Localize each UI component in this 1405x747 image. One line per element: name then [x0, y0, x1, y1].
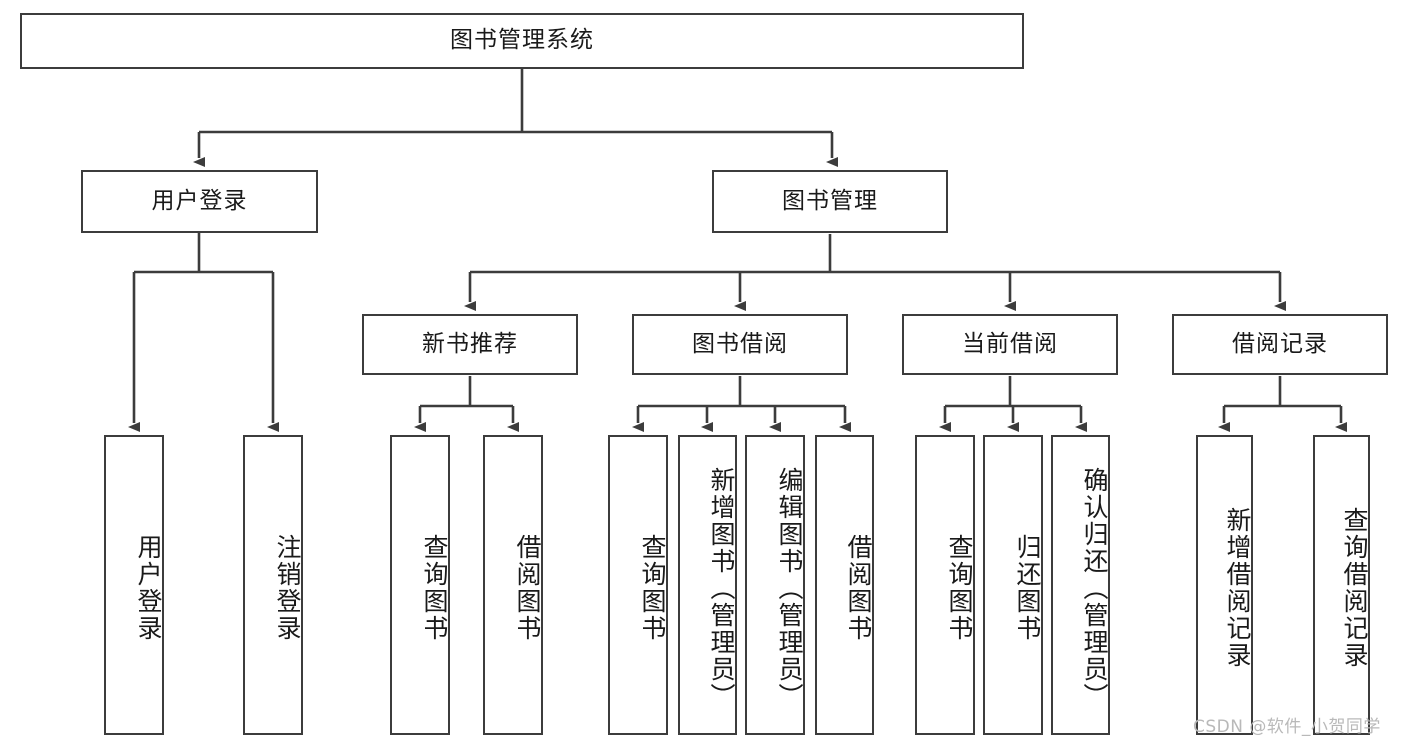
- node-book-borrow[interactable]: 图书借阅: [632, 314, 848, 375]
- node-root-label: 图书管理系统: [450, 27, 594, 54]
- leaf-borrow-book-2-label: 借阅图书: [844, 534, 873, 642]
- leaf-confirm-return-label: 确认归还（管理员）: [1080, 466, 1109, 710]
- node-borrow-record[interactable]: 借阅记录: [1172, 314, 1388, 375]
- node-borrow-record-label: 借阅记录: [1232, 330, 1328, 357]
- leaf-edit-book-label: 编辑图书（管理员）: [775, 466, 804, 710]
- leaf-query-book-3-label: 查询图书: [945, 534, 974, 642]
- leaf-query-book-1[interactable]: 查询图书: [390, 435, 450, 735]
- leaf-borrow-book-2[interactable]: 借阅图书: [815, 435, 874, 735]
- leaf-logout-login[interactable]: 注销登录: [243, 435, 303, 735]
- leaf-add-record-label: 新增借阅记录: [1223, 507, 1252, 669]
- leaf-query-book-2[interactable]: 查询图书: [608, 435, 668, 735]
- leaf-return-book-label: 归还图书: [1013, 534, 1042, 642]
- node-book-borrow-label: 图书借阅: [692, 330, 788, 357]
- node-book-management-label: 图书管理: [782, 187, 878, 214]
- node-current-borrow[interactable]: 当前借阅: [902, 314, 1118, 375]
- leaf-user-login-label: 用户登录: [134, 534, 163, 642]
- node-new-book-recommend[interactable]: 新书推荐: [362, 314, 578, 375]
- leaf-logout-login-label: 注销登录: [273, 534, 302, 642]
- leaf-user-login[interactable]: 用户登录: [104, 435, 164, 735]
- csdn-watermark: CSDN @软件_小贺同学: [1193, 717, 1381, 737]
- leaf-query-record[interactable]: 查询借阅记录: [1313, 435, 1370, 735]
- node-root[interactable]: 图书管理系统: [20, 13, 1024, 69]
- leaf-add-book[interactable]: 新增图书（管理员）: [678, 435, 737, 735]
- leaf-query-book-3[interactable]: 查询图书: [915, 435, 975, 735]
- leaf-confirm-return[interactable]: 确认归还（管理员）: [1051, 435, 1110, 735]
- leaf-borrow-book-1-label: 借阅图书: [513, 534, 542, 642]
- leaf-query-book-1-label: 查询图书: [420, 534, 449, 642]
- leaf-edit-book[interactable]: 编辑图书（管理员）: [745, 435, 805, 735]
- leaf-return-book[interactable]: 归还图书: [983, 435, 1043, 735]
- node-user-login-label: 用户登录: [151, 187, 248, 214]
- leaf-borrow-book-1[interactable]: 借阅图书: [483, 435, 543, 735]
- node-current-borrow-label: 当前借阅: [962, 330, 1058, 357]
- node-new-book-recommend-label: 新书推荐: [422, 330, 518, 357]
- node-user-login[interactable]: 用户登录: [81, 170, 318, 233]
- leaf-add-record[interactable]: 新增借阅记录: [1196, 435, 1253, 735]
- node-book-management[interactable]: 图书管理: [712, 170, 948, 233]
- leaf-add-book-label: 新增图书（管理员）: [707, 466, 736, 710]
- leaf-query-record-label: 查询借阅记录: [1340, 507, 1369, 669]
- leaf-query-book-2-label: 查询图书: [638, 534, 667, 642]
